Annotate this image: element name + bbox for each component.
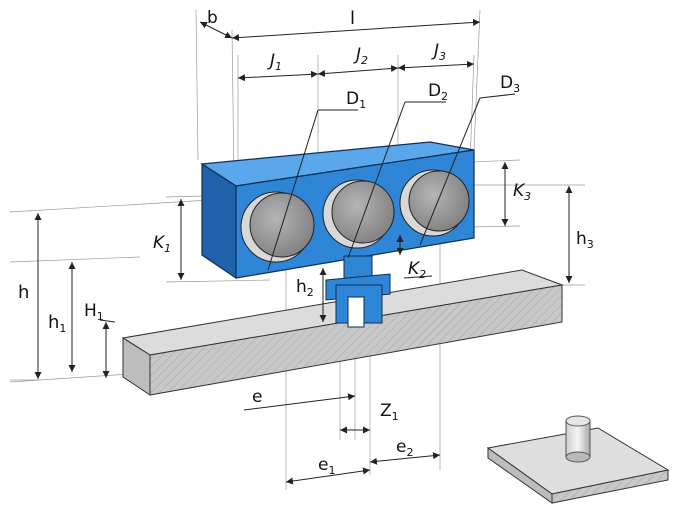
- label-d3: D3: [500, 73, 520, 95]
- label-k2: K2: [408, 259, 426, 281]
- label-e2: e2: [396, 437, 413, 459]
- label-h1: h1: [48, 312, 66, 335]
- label-h2: h2: [296, 277, 314, 299]
- label-k1: K1: [153, 233, 171, 255]
- inset-plate: [486, 415, 670, 504]
- label-b: b: [207, 8, 218, 28]
- label-d1: D1: [346, 89, 366, 111]
- label-d2: D2: [428, 81, 448, 103]
- label-e: e: [252, 387, 262, 407]
- disc-2: [322, 179, 395, 249]
- label-l: l: [350, 8, 355, 29]
- label-h3: h3: [576, 229, 594, 251]
- label-h: h: [18, 282, 29, 303]
- label-j3: J3: [431, 41, 446, 63]
- dimension-lines: [34, 18, 573, 485]
- disc-3: [399, 169, 470, 237]
- label-j2: J2: [353, 45, 368, 67]
- label-k3: K3: [513, 181, 531, 203]
- dimension-labels: b l J1 J2 J3 D1 D2 D3 K1 K2 K3 h h1 H1 h…: [18, 8, 594, 477]
- label-z1: Z1: [380, 401, 399, 423]
- label-H1: H1: [84, 301, 104, 323]
- label-j1: J1: [267, 51, 282, 73]
- label-e1: e1: [318, 455, 335, 477]
- connector-post: [325, 255, 391, 328]
